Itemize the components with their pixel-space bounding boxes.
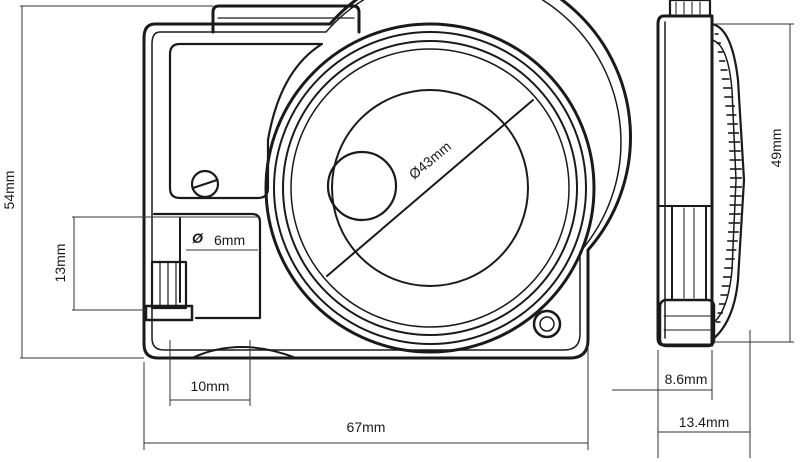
total-depth-label: 13.4mm [679,414,730,430]
dim-total-depth: 13.4mm [658,330,751,458]
front-view: Ø43mm 54mm 13mm Ø 6mm [1,0,632,450]
side-case [656,14,714,347]
dim-inner-width: 8.6mm [612,350,713,458]
reel-hub [326,150,398,222]
total-width-label: 67mm [347,419,386,435]
tape-hook [144,260,194,322]
hang-ring [532,309,562,339]
reel-diameter-label: Ø43mm [406,138,454,182]
side-reel-edge [710,22,746,342]
height-label: 54mm [1,171,17,210]
dim-total-width: 67mm [143,345,589,450]
side-height-label: 49mm [768,129,784,168]
button-housing [152,212,262,320]
label-window [168,42,324,200]
knurl-ticks [714,33,742,323]
reel [264,22,596,354]
side-view: 49mm 8.6mm 13.4mm [612,0,794,458]
dim-button-height: 13mm [52,216,258,311]
screw-icon [190,169,220,199]
dim-button-diameter: Ø 6mm [186,230,258,251]
button-height-label: 13mm [52,244,68,283]
dim-height-front: 54mm [1,5,213,359]
lock-slider [211,4,361,34]
inner-width-label: 8.6mm [665,371,708,387]
dim-hook-width: 10mm [169,340,251,406]
dim-height-side: 49mm [714,23,794,343]
button-diameter-symbol: Ø [192,230,204,246]
case-body [142,0,632,360]
button-diameter-label: 6mm [214,232,245,248]
hook-width-label: 10mm [191,378,230,394]
case-inner-edge [151,0,622,351]
